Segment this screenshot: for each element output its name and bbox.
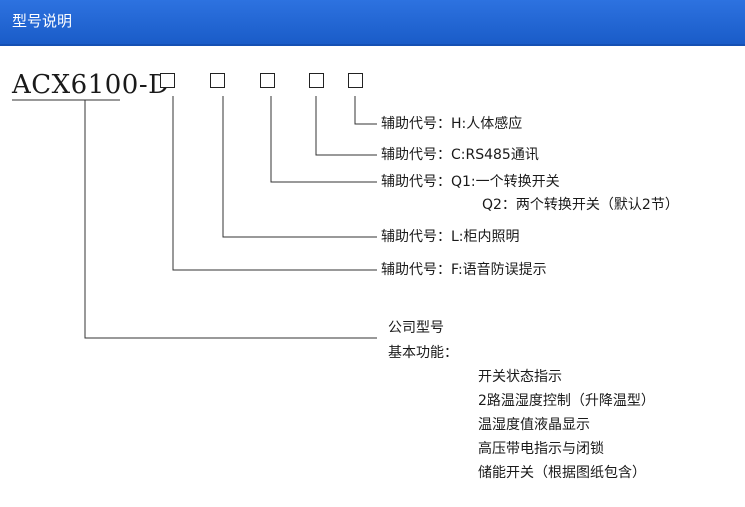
- leader-h: [354, 96, 377, 125]
- model-code: ACX6100-D: [12, 70, 170, 100]
- leader-c: [315, 96, 377, 156]
- label-q1: 辅助代号：Q1:一个转换开关: [381, 174, 560, 190]
- label-c: 辅助代号：C:RS485通讯: [381, 147, 539, 163]
- option-box-q: [260, 73, 275, 88]
- option-box-f: [160, 73, 175, 88]
- function-item: 2路温湿度控制（升降温型）: [478, 393, 655, 409]
- function-item: 储能开关（根据图纸包含）: [478, 465, 646, 481]
- leader-l: [222, 96, 377, 238]
- section-header: 型号说明: [0, 0, 745, 46]
- label-l: 辅助代号：L:柜内照明: [381, 229, 520, 245]
- label-h: 辅助代号：H:人体感应: [381, 116, 523, 132]
- option-box-c: [309, 73, 324, 88]
- label-company: 公司型号: [388, 320, 444, 336]
- leader-q: [270, 96, 377, 183]
- function-item: 高压带电指示与闭锁: [478, 441, 604, 457]
- label-f: 辅助代号：F:语音防误提示: [381, 262, 547, 278]
- label-q2: Q2：两个转换开关（默认2节）: [482, 197, 679, 213]
- option-box-h: [348, 73, 363, 88]
- label-basic: 基本功能：: [388, 345, 458, 361]
- function-item: 开关状态指示: [478, 369, 562, 385]
- leader-f: [172, 96, 377, 271]
- function-item: 温湿度值液晶显示: [478, 417, 590, 433]
- option-box-l: [210, 73, 225, 88]
- company-line: [84, 100, 377, 339]
- section-title: 型号说明: [12, 12, 73, 30]
